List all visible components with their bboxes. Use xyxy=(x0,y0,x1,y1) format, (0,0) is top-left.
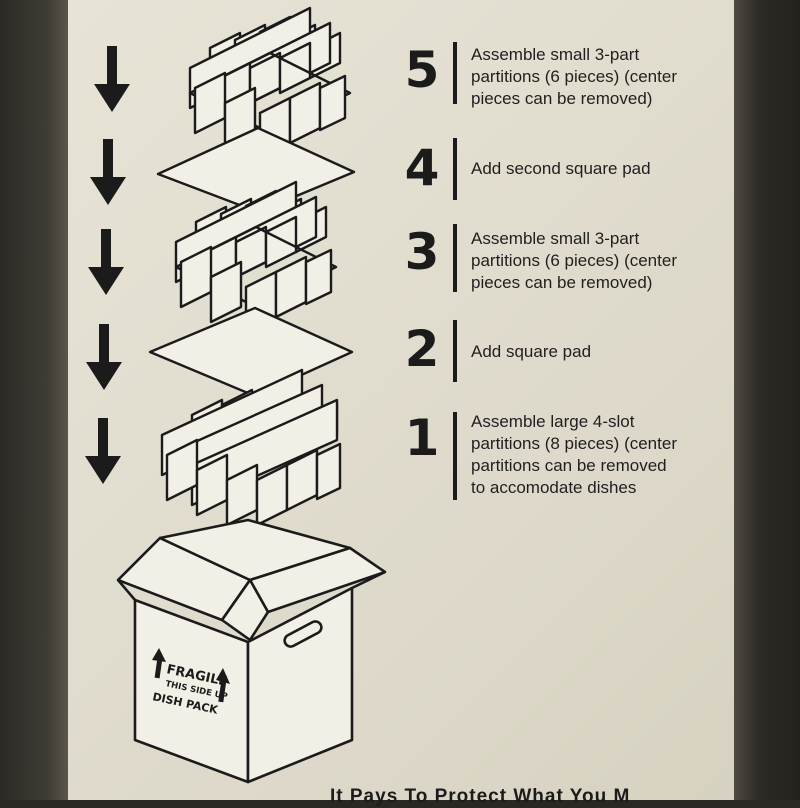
step-text-2: Add square pad xyxy=(471,342,592,361)
step-number-2: 2 xyxy=(404,320,440,378)
step-divider-1 xyxy=(453,412,457,500)
step-divider-5 xyxy=(453,42,457,104)
up-arrow-icon xyxy=(152,648,166,679)
step-divider-3 xyxy=(453,224,457,292)
footer-slogan: It Pays To Protect What You M xyxy=(330,786,631,807)
left-background xyxy=(0,0,68,800)
step-number-1: 1 xyxy=(404,409,440,467)
step-divider-4 xyxy=(453,138,457,200)
step-text-4: Add second square pad xyxy=(471,159,651,178)
right-background xyxy=(734,0,800,800)
down-arrow-icon xyxy=(86,324,122,390)
step-divider-2 xyxy=(453,320,457,382)
cardboard-box-icon xyxy=(116,518,387,784)
step-text-3: Assemble small 3-part partitions (6 piec… xyxy=(471,229,677,292)
down-arrow-icon xyxy=(88,229,124,295)
step-number-3: 3 xyxy=(404,223,440,281)
down-arrow-icon xyxy=(90,139,126,205)
partition-grid-icon xyxy=(160,368,342,527)
step-number-4: 4 xyxy=(404,139,440,197)
square-pad-icon xyxy=(148,306,354,398)
step-text-1: Assemble large 4-slot partitions (8 piec… xyxy=(471,412,677,497)
step-number-5: 5 xyxy=(404,41,440,99)
step-text-5: Assemble small 3-part partitions (6 piec… xyxy=(471,45,677,108)
up-arrow-icon xyxy=(216,668,230,703)
down-arrow-icon xyxy=(94,46,130,112)
square-pad-icon xyxy=(156,126,356,214)
down-arrow-icon xyxy=(85,418,121,484)
